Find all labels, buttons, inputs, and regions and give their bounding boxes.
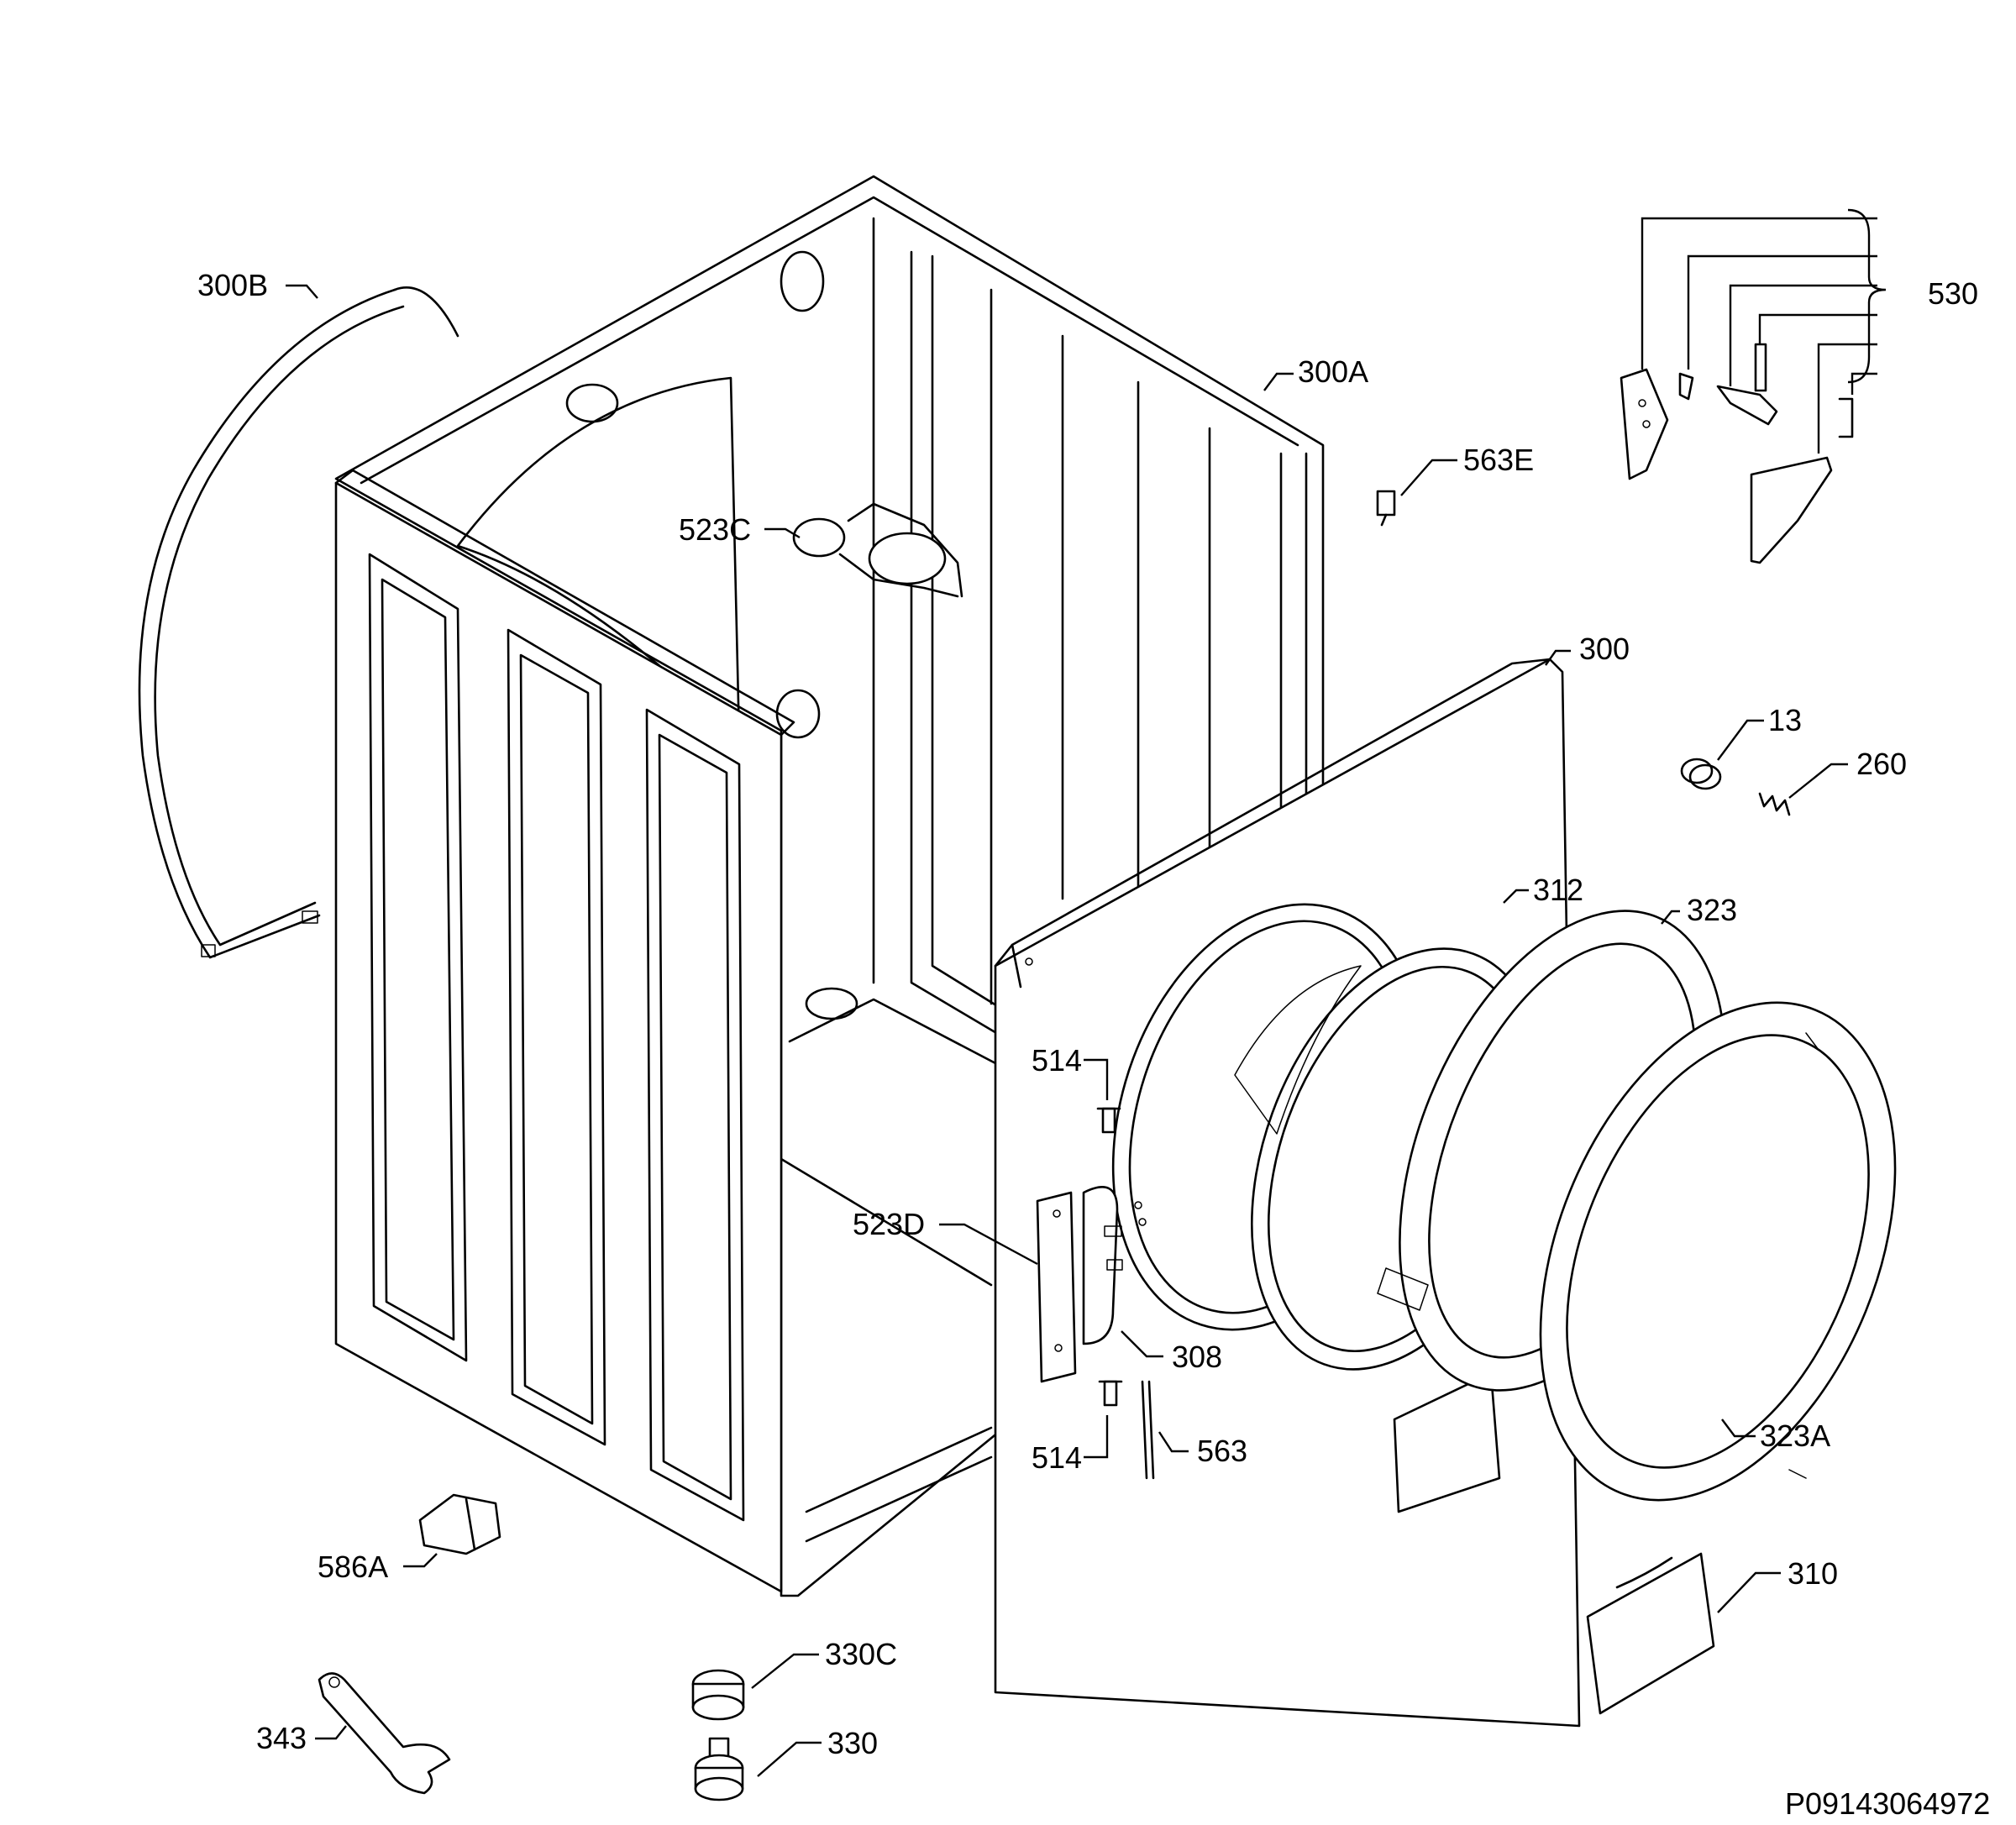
label-523C: 523C: [679, 512, 751, 547]
label-514-bottom: 514: [1032, 1440, 1082, 1475]
part-labels: 300B 300A 563E 530 523C 300 13 260 312 3…: [197, 268, 1978, 1760]
label-300A: 300A: [1298, 354, 1368, 389]
foot-330C: [691, 1669, 745, 1721]
label-586A: 586A: [318, 1550, 388, 1584]
door-lock-308: [1082, 1186, 1123, 1345]
label-312: 312: [1533, 873, 1583, 907]
document-id: P09143064972: [1785, 1786, 1990, 1821]
label-563: 563: [1197, 1434, 1247, 1468]
label-330C: 330C: [825, 1637, 897, 1671]
cabinet-side-panel: [334, 469, 795, 1593]
label-343: 343: [256, 1721, 307, 1755]
part-260-spring: [1758, 792, 1791, 816]
hinge-plate-523D: [1036, 1191, 1077, 1383]
foot-330: [694, 1737, 744, 1801]
hinge-set-530: [1620, 208, 1887, 564]
label-300: 300: [1579, 632, 1630, 666]
rod-563: [1141, 1380, 1155, 1480]
part-563E: [1376, 490, 1396, 527]
label-310: 310: [1788, 1556, 1838, 1591]
label-300B: 300B: [197, 268, 268, 302]
part-586A: [418, 1493, 501, 1555]
label-523D: 523D: [853, 1207, 925, 1241]
part-13-bush: [1680, 758, 1722, 790]
leader-lines: [286, 284, 1848, 1777]
wrench-343: [318, 1672, 451, 1795]
service-flap-310: [1586, 1552, 1715, 1715]
screw-514-top: [1096, 1107, 1121, 1134]
gasket-ring-300B: [138, 286, 459, 959]
label-308: 308: [1172, 1340, 1222, 1374]
label-330: 330: [827, 1726, 878, 1760]
label-323A: 323A: [1760, 1419, 1830, 1453]
label-13: 13: [1768, 703, 1802, 737]
label-514-top: 514: [1032, 1043, 1082, 1078]
label-563E: 563E: [1463, 443, 1534, 477]
screw-514-bottom: [1098, 1380, 1123, 1407]
label-530: 530: [1928, 276, 1978, 311]
label-260: 260: [1856, 747, 1907, 781]
hose-clamp-523C: [792, 502, 963, 598]
door-outer-323A: [1539, 1001, 1897, 1502]
label-323: 323: [1687, 893, 1737, 927]
